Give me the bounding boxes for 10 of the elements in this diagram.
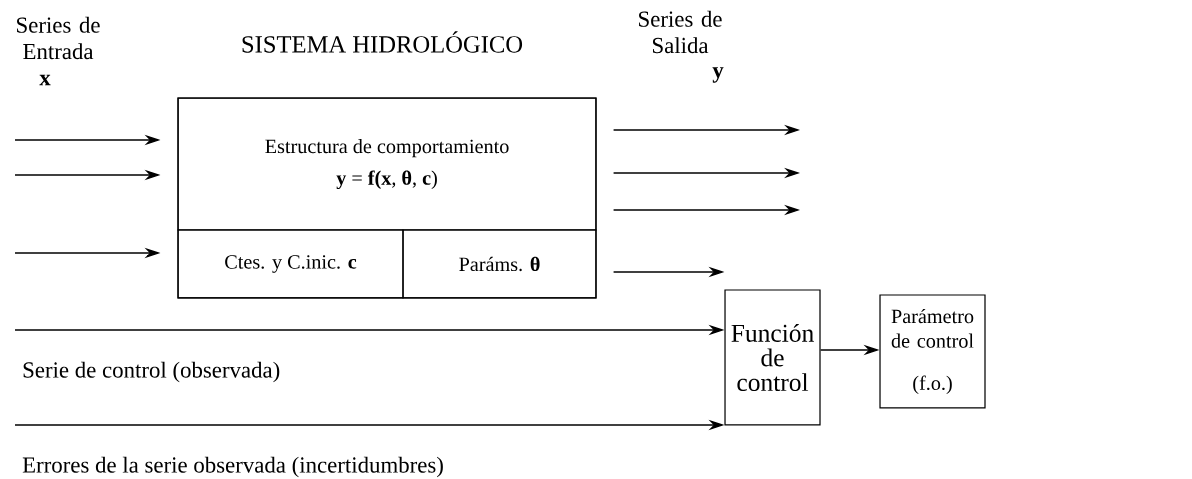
edge-label: Serie de control (observada) (20, 359, 282, 385)
variable-label: y (712, 67, 724, 83)
edge-label: Errores de la serie observada (incertidumbres) (20, 454, 446, 479)
process-box: Parámetro de control (f.o.) (879, 294, 986, 409)
variable-label: x (39, 74, 51, 86)
table-cell: Estructura de comportamiento y = f(x, θ, c) (177, 97, 597, 231)
node-label: SISTEMA HIDROLÓGICO (242, 31, 523, 53)
table-cell: Paráms. θ (402, 229, 597, 299)
process-box: Función de control (724, 289, 821, 426)
table-cell: Ctes. y C.inic. c (177, 229, 404, 299)
